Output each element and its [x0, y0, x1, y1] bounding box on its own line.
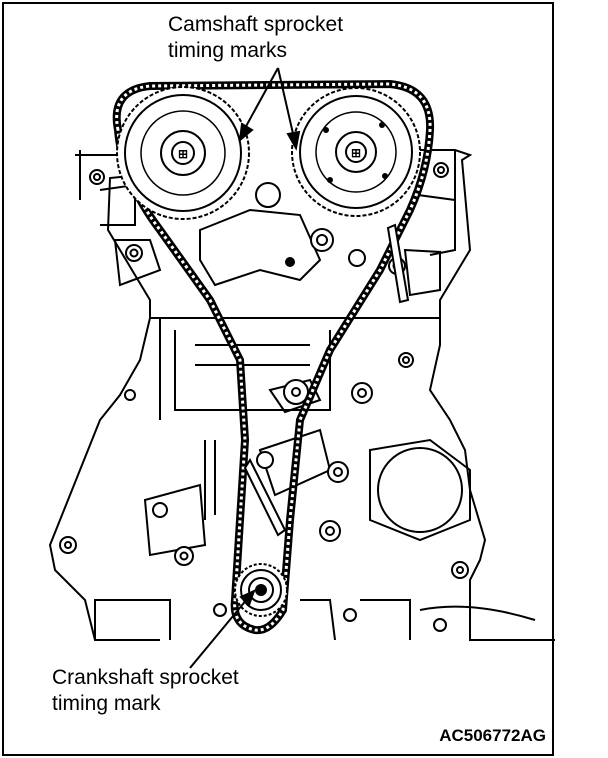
- chain-guides: [243, 223, 410, 537]
- crankshaft-leader-line: [189, 589, 256, 669]
- crankshaft-sprocket: [234, 563, 288, 617]
- camshaft-label-line1: Camshaft sprocket: [168, 13, 344, 36]
- camshaft-sprocket-left: ⊞: [116, 86, 250, 220]
- crankshaft-label-line2: timing mark: [52, 692, 161, 715]
- figure-code: AC506772AG: [439, 726, 546, 745]
- crankshaft-label: Crankshaft sprocket timing mark: [52, 665, 239, 717]
- timing-chain: [112, 79, 435, 635]
- camshaft-label: Camshaft sprocket timing marks: [168, 12, 343, 64]
- camshaft-sprocket-right: ⊞: [291, 87, 421, 217]
- svg-text:⊞: ⊞: [351, 146, 361, 160]
- bolts: [59, 162, 469, 632]
- camshaft-leader-arrows: [238, 67, 301, 151]
- camshaft-label-line2: timing marks: [168, 39, 288, 62]
- svg-text:⊞: ⊞: [178, 147, 188, 161]
- crankshaft-label-line1: Crankshaft sprocket: [52, 666, 239, 689]
